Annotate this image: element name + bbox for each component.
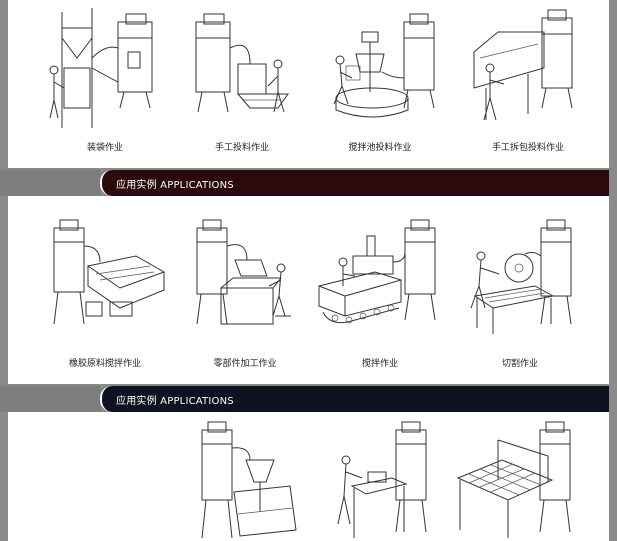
banner-title: 应用实例 APPLICATIONS [116, 180, 234, 191]
applications-panel-3 [8, 412, 609, 541]
illustration-manual-unpacking-feeding [473, 9, 573, 121]
illustration-hopper-station [201, 421, 297, 539]
illustration-workbench-station [337, 421, 427, 538]
illustration-mixing-pool-feeding [333, 13, 435, 118]
section-banner-2: 应用实例 APPLICATIONS [0, 386, 617, 412]
caption-rubber-mixing: 橡胶原料搅拌作业 [68, 359, 141, 369]
illustration-parts-machining [196, 219, 291, 325]
section-banner-1: 应用实例 APPLICATIONS [0, 170, 617, 196]
caption-mixing-operation: 搅拌作业 [361, 359, 398, 369]
caption-mixing-pool-feeding: 搅拌池投料作业 [348, 143, 412, 153]
applications-panel-1 [8, 0, 609, 168]
banner-title: 应用实例 APPLICATIONS [116, 396, 234, 407]
caption-parts-machining: 零部件加工作业 [213, 359, 277, 369]
illustration-bagging [49, 8, 153, 128]
caption-bagging: 装袋作业 [86, 143, 123, 153]
caption-manual-unpacking-feeding: 手工拆包投料作业 [491, 143, 564, 153]
illustration-rubber-mixing [53, 219, 166, 325]
illustration-grid-table-station [456, 421, 571, 538]
caption-manual-feeding: 手工投料作业 [214, 143, 269, 153]
caption-cutting-operation: 切割作业 [501, 359, 538, 369]
illustration-mixing-operation [318, 219, 436, 324]
illustration-cutting-operation [470, 219, 572, 334]
illustration-manual-feeding [195, 13, 289, 113]
